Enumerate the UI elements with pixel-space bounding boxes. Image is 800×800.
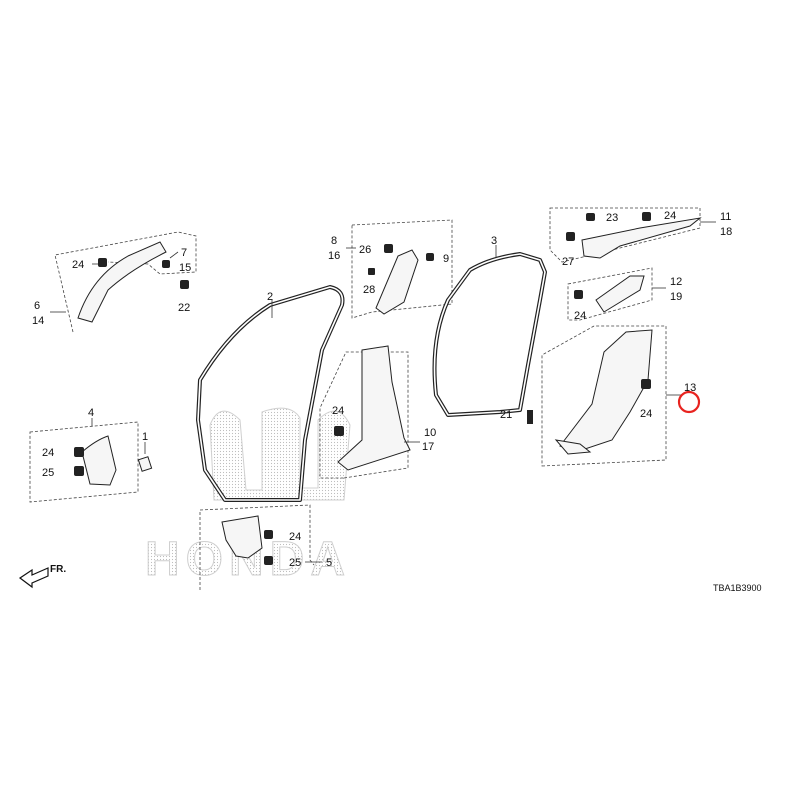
callout-2: 2 (267, 291, 273, 303)
callout-7: 7 (181, 247, 187, 259)
c-pillar-upper-part (581, 217, 702, 259)
weatherstrip-2-inner (197, 286, 344, 501)
callout-5: 5 (326, 557, 332, 569)
clip-24-icon (74, 447, 84, 457)
callout-26: 26 (359, 244, 371, 256)
c-pillar-foot-part (554, 439, 592, 455)
diagram-code: TBA1B3900 (713, 583, 762, 593)
clip-27-icon (566, 232, 575, 241)
group-b-pillar-lower: 24 10 17 (319, 345, 436, 479)
arrow-left-icon (18, 567, 49, 589)
callout-25-left: 25 (42, 467, 54, 479)
callout-24-a-pillar: 24 (72, 259, 84, 271)
weatherstrip-3-inner (433, 253, 546, 416)
group-boundary (567, 267, 653, 321)
callout-23: 23 (606, 212, 618, 224)
weatherstrip-3-part (432, 252, 547, 417)
callout-28: 28 (363, 284, 375, 296)
clip-24-icon (641, 379, 651, 389)
callout-13: 13 (684, 382, 696, 394)
callout-22: 22 (178, 302, 190, 314)
callout-24-upper: 24 (664, 210, 676, 222)
honda-logo-mark (209, 407, 351, 501)
clip-9-icon (426, 253, 434, 261)
group-kick-panel: 4 24 25 1 (29, 407, 153, 503)
mid-bracket-part (595, 275, 645, 313)
callout-9: 9 (443, 253, 449, 265)
callout-17: 17 (422, 441, 434, 453)
b-pillar-lower-part (337, 345, 411, 471)
callout-24-mid: 24 (574, 310, 586, 322)
callout-18: 18 (720, 226, 732, 238)
callout-15: 15 (179, 262, 191, 274)
leader-line (169, 251, 179, 259)
callout-3: 3 (491, 235, 497, 247)
callout-24-b-pillar: 24 (332, 405, 344, 417)
highlight-ring (677, 390, 701, 414)
clip-23-icon (586, 213, 595, 221)
front-direction-indicator: FR. (18, 564, 66, 589)
clip-22-icon (180, 280, 189, 289)
group-b-pillar-upper: 8 16 26 9 28 (328, 219, 453, 319)
group-boundary (54, 231, 197, 333)
cap-1-part (137, 456, 153, 472)
clip-24-icon (98, 258, 107, 267)
group-boundary (351, 219, 453, 319)
callout-24-lower: 24 (289, 531, 301, 543)
callout-8: 8 (331, 235, 337, 247)
group-a-pillar-garnish: 24 7 15 22 6 14 (32, 231, 197, 333)
clip-24-icon (642, 212, 651, 221)
clip-24-icon (264, 530, 273, 539)
direction-label: FR. (50, 564, 66, 575)
callout-25-lower: 25 (289, 557, 301, 569)
clip-7-icon (162, 260, 170, 268)
clip-24-icon (574, 290, 583, 299)
group-mid-bracket: 24 12 19 (567, 267, 682, 322)
c-pillar-lower-part (559, 329, 653, 453)
rear-door-weatherstrip: 3 (432, 235, 547, 417)
b-pillar-upper-part (375, 249, 419, 315)
group-boundary (29, 421, 139, 503)
callout-11: 11 (720, 211, 731, 223)
clip-25-icon (264, 556, 273, 565)
callout-10: 10 (424, 427, 436, 439)
clip-24-icon (334, 426, 344, 436)
clip-26-icon (384, 244, 393, 253)
callout-24-c-pillar: 24 (640, 408, 652, 420)
callout-21: 21 (500, 409, 512, 421)
callout-16: 16 (328, 250, 340, 262)
callout-12: 12 (670, 276, 682, 288)
bolt-21-icon (527, 410, 533, 424)
callout-1: 1 (142, 431, 148, 443)
callout-27: 27 (562, 256, 574, 268)
lower-bracket-part (221, 515, 263, 559)
group-boundary (319, 351, 409, 479)
group-lower-bracket: 24 25 5 (199, 504, 332, 590)
callout-19: 19 (670, 291, 682, 303)
kick-panel-part (81, 435, 117, 486)
callout-24-left: 24 (42, 447, 54, 459)
callout-4: 4 (88, 407, 94, 419)
group-c-pillar-upper: 23 24 27 11 18 (549, 207, 732, 268)
screw-28-icon (368, 268, 375, 275)
callout-14: 14 (32, 315, 44, 327)
front-door-weatherstrip: 2 (196, 285, 345, 502)
group-c-pillar-lower: 24 21 13 (500, 325, 701, 467)
a-pillar-garnish-part (77, 241, 167, 323)
callout-6: 6 (34, 300, 40, 312)
clip-25-icon (74, 466, 84, 476)
